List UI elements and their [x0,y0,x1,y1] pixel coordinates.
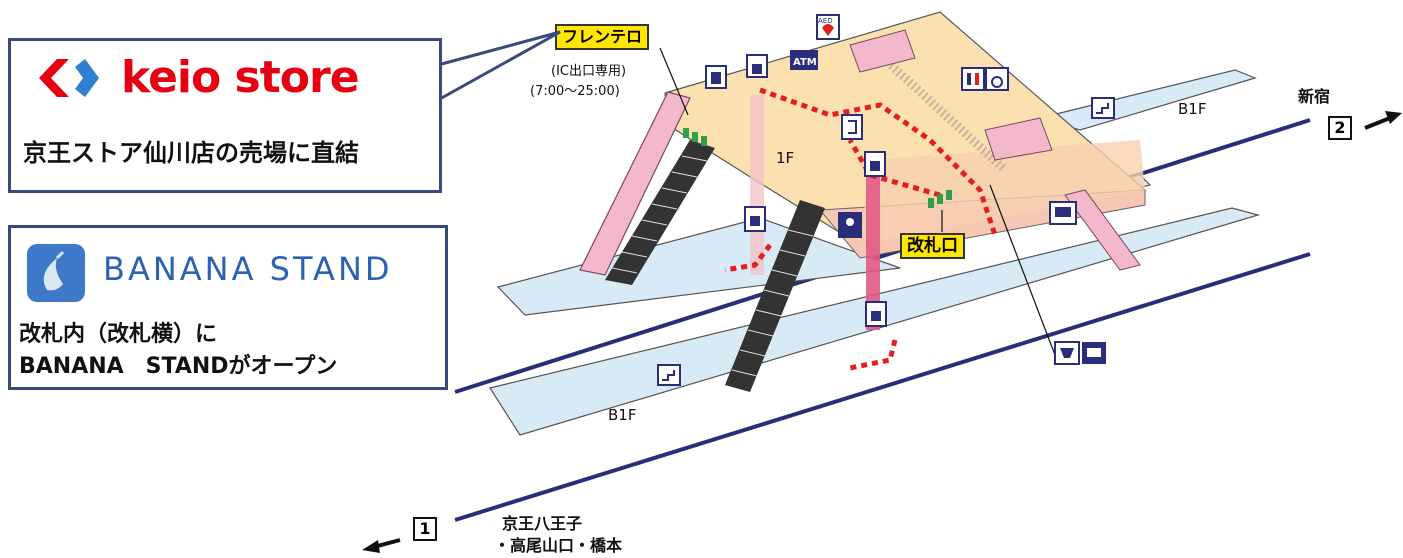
stairs-center-steps [731,229,814,377]
pointer-police [989,184,1056,356]
shinjuku-label: 新宿 [1298,87,1331,106]
keio-logo: keio store [29,52,360,103]
concourse-fare-zone [860,140,1145,245]
aed-icon [816,14,840,40]
stairs-icon-upper [1091,97,1115,119]
restroom-icon [961,67,985,91]
escalator-top [849,29,916,73]
bus-icon [1049,201,1077,225]
keio-store-panel: keio store 京王ストア仙川店の売場に直結 [8,38,442,193]
concourse-stairs-strip [876,51,1009,174]
waiting-room-icon [838,212,862,238]
aed-text: AED [818,17,833,25]
frentero-label: フレンテロ [555,24,650,50]
pointer-frentero [659,47,689,116]
platform-2-badge: 2 [1328,116,1352,140]
keio-store-wordmark: keio store [121,52,360,103]
floor-1f-label: 1F [776,149,795,167]
keio-store-logo-icon [39,59,99,97]
escalator-right [1064,189,1141,271]
elevator-icon [746,54,768,78]
platform-b1f-upper [1037,69,1257,131]
elevator-shaft-left [750,95,764,275]
banana-caption-line2: BANANA STANDがオープン [19,354,338,379]
stairs-left [605,140,715,285]
elevator-icon-bottom [865,301,887,327]
elevator-icon-center [864,151,886,177]
stairs-center [725,200,825,392]
hachioji-label-line1: 京王八王子 [502,514,583,533]
ticket-gate-main [928,190,952,208]
hachioji-label-line2: ・高尾山口・橋本 [494,536,623,555]
atm-icon [790,50,818,70]
escalator-left [579,91,691,276]
keio-panel-pointer [430,30,561,103]
track-line-upper [454,118,1311,394]
banana-stand-wordmark: BANANA STAND [103,250,393,288]
arrow-hachioji-head [362,540,380,553]
banana-caption-line1: 改札内（改札横）に [19,322,218,347]
atm-text: ATM [793,57,817,68]
stairs-left-steps [611,155,708,274]
arrow-shinjuku-head [1385,111,1402,124]
track-line-lower [454,252,1311,522]
floor-b1f-upper-label: B1F [1178,100,1207,118]
floor-b1f-lower-label: B1F [608,406,637,424]
route-path [759,87,998,236]
ic-exit-label: (IC出口専用) [551,64,627,79]
platform-1-badge: 1 [413,517,437,541]
elevator-icon-left-lower [744,206,766,232]
phone-icon [841,114,863,140]
card-reader-icon [1082,342,1106,364]
route-path-lower [849,339,898,371]
ticket-gate-left [683,128,707,146]
banana-stand-panel: BANANA STAND 改札内（改札横）に BANANA STANDがオープン [8,225,448,390]
ticket-machine-icon [705,65,727,89]
stairs-icon-lower [657,364,681,386]
ticket-gate-label: 改札口 [900,233,965,259]
banana-stand-logo-icon [27,244,85,302]
route-path-left [724,243,772,273]
keio-caption: 京王ストア仙川店の売場に直結 [23,139,359,167]
escalator-right-upper [984,117,1053,161]
elevator-shaft-center [866,170,880,330]
wheelchair-icon [985,67,1009,91]
police-icon [1054,341,1080,365]
hours-label: (7:00〜25:00) [530,84,620,99]
